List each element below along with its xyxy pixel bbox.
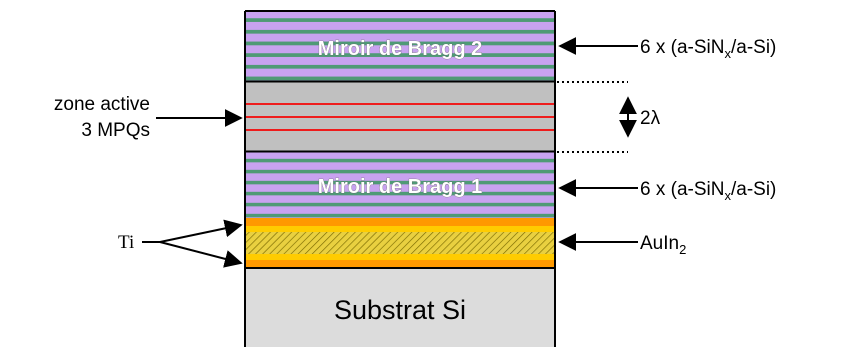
auin2-label: AuIn2: [640, 233, 686, 257]
bragg-mirror-1-layer-pair-1: [245, 158, 555, 163]
active-zone: [245, 82, 555, 151]
bragg-mirror-2-layer-pair-5: [245, 64, 555, 69]
bonding-layers: [245, 218, 555, 268]
bragg-mirror-2-layer-pair-1: [245, 18, 555, 22]
cavity-thickness-annotation: 2λ: [557, 81, 661, 153]
ti-layer-bottom: [245, 254, 555, 260]
bragg-mirror-2: Miroir de Bragg 2: [245, 11, 555, 81]
substrate-label: Substrat Si: [334, 295, 466, 325]
auin2-annotation: AuIn2: [558, 233, 686, 257]
cavity-thickness-label: 2λ: [640, 108, 661, 129]
ti-label: Ti: [118, 232, 134, 253]
ti-layer-top-orange: [245, 218, 555, 226]
ti-annotation: Ti: [118, 219, 243, 268]
bragg-mirror-1-layer-pair-3: [245, 180, 555, 185]
bragg-mirror-1-layer-pair-6: [245, 213, 555, 218]
bragg-mirror-2-layer-pair-3: [245, 41, 555, 46]
active-zone-label-line1: zone active: [54, 94, 150, 115]
bottom-mirror-annotation: 6 x (a-SiNx/a-Si): [558, 179, 776, 203]
bragg-mirror-1-layer-pair-4: [245, 191, 555, 196]
auin2-layer: [245, 232, 555, 254]
substrate: Substrat Si: [245, 268, 555, 347]
bragg-mirror-1: Miroir de Bragg 1: [245, 152, 555, 218]
ti-layer-top: [245, 226, 555, 232]
ti-arrow-bottom: [159, 241, 243, 268]
active-zone-annotation: zone active 3 MPQs: [54, 94, 243, 141]
bragg-mirror-1-label: Miroir de Bragg 1: [318, 176, 482, 198]
stack-outline: [244, 10, 556, 347]
top-mirror-annotation: 6 x (a-SiNx/a-Si): [558, 37, 776, 61]
bragg-mirror-1-layer-pair-2: [245, 169, 555, 174]
bottom-mirror-label: 6 x (a-SiNx/a-Si): [640, 179, 776, 203]
bragg-mirror-2-layer-pair-2: [245, 29, 555, 34]
ti-layer-bottom-orange: [245, 260, 555, 268]
bragg-mirror-1-layer-pair-5: [245, 202, 555, 207]
bragg-mirror-2-layer-pair-6: [245, 76, 555, 81]
ti-arrow-top: [159, 219, 243, 243]
bragg-mirror-2-label: Miroir de Bragg 2: [318, 38, 482, 60]
top-mirror-label: 6 x (a-SiNx/a-Si): [640, 37, 776, 61]
active-zone-label-line2: 3 MPQs: [81, 120, 150, 141]
bragg-mirror-2-layer-pair-4: [245, 53, 555, 57]
